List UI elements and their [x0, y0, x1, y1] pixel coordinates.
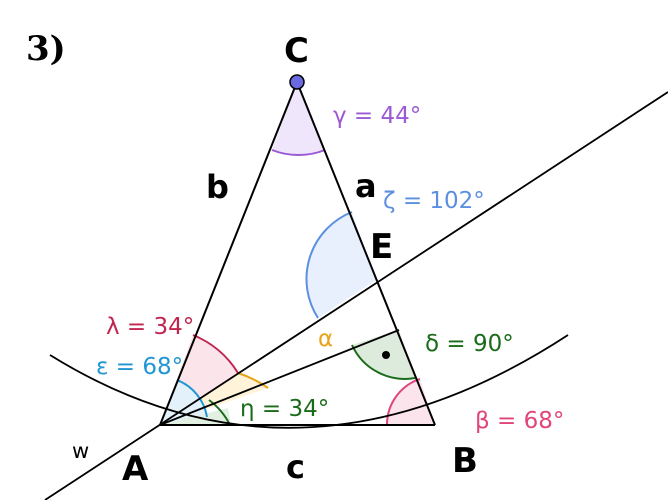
- zeta-arc: [305, 211, 353, 319]
- vertex-c-point[interactable]: [289, 74, 305, 90]
- arc-w: [49, 334, 569, 429]
- angle-label-delta: δ = 90°: [425, 331, 514, 357]
- side-label-a: a: [355, 167, 377, 205]
- right-angle-dot: [382, 351, 390, 359]
- lambda-arc: [192, 334, 239, 374]
- side-a-line: [296, 81, 436, 426]
- epsilon-arc: [176, 379, 208, 418]
- line-label-w: w: [72, 439, 89, 463]
- gamma-sector: [272, 82, 325, 156]
- point-label-c: C: [284, 31, 309, 71]
- side-label-b: b: [206, 168, 229, 206]
- angle-label-epsilon: ε = 68°: [96, 354, 183, 380]
- gamma-arc: [271, 149, 326, 157]
- zeta-sector: [306, 212, 376, 318]
- angle-label-zeta: ζ = 102°: [383, 188, 485, 214]
- point-label-a: A: [122, 449, 149, 489]
- delta-arc: [351, 344, 416, 380]
- side-b-line: [159, 81, 298, 426]
- problem-number: 3): [26, 29, 66, 69]
- angle-label-lambda: λ = 34°: [106, 314, 194, 340]
- angle-label-alpha: α: [318, 326, 333, 352]
- angle-label-eta: η = 34°: [240, 396, 329, 422]
- beta-arc: [385, 378, 421, 426]
- epsilon-sector: [160, 380, 207, 425]
- altitude-line: [159, 329, 400, 426]
- angle-label-gamma: γ = 44°: [333, 103, 421, 129]
- bisector-line-w: [44, 91, 668, 500]
- beta-sector: [386, 379, 435, 425]
- point-label-e: E: [370, 227, 393, 267]
- side-label-c: c: [286, 448, 305, 486]
- angle-label-beta: β = 68°: [475, 408, 564, 434]
- point-label-b: B: [452, 441, 478, 481]
